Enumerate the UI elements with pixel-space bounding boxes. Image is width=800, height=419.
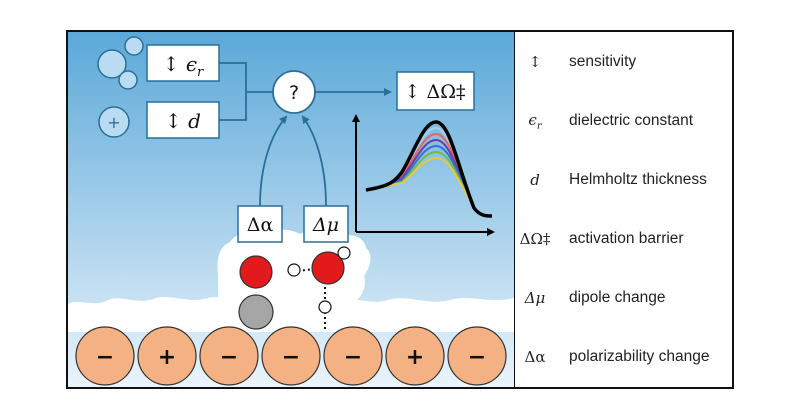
svg-text:↕ ΔΩ‡: ↕ ΔΩ‡: [405, 81, 466, 103]
electrode-charge-label: +: [406, 345, 424, 370]
electrode-atom: [75, 326, 135, 386]
feedback-curves: [259, 115, 327, 207]
figure-frame: + ↕ ϵr ↕ d ? ↕ ΔΩ‡: [66, 30, 734, 389]
electrode-atom: [447, 326, 507, 386]
legend-label: Helmholtz thickness: [569, 171, 707, 188]
legend-label: dielectric constant: [569, 112, 694, 129]
svg-text:↕ ϵr: ↕ ϵr: [163, 52, 204, 80]
legend-item-polarizability: Δα polarizability change: [515, 337, 732, 377]
input-connectors: [219, 62, 273, 121]
carbon-atom: [238, 294, 274, 330]
legend-panel: ↕ sensitivity ϵr dielectric constant d H…: [514, 32, 732, 387]
dielectric-box: ↕ ϵr: [146, 44, 220, 82]
svg-text:Δα: Δα: [247, 214, 274, 236]
electrode-atom: [137, 326, 197, 386]
oxygen-atom-right: [311, 251, 345, 285]
legend-symbol: Δα: [524, 348, 546, 366]
dipole-box: Δμ: [303, 205, 349, 243]
polarizability-box: Δα: [237, 205, 283, 243]
legend-symbol: Δμ: [524, 289, 546, 307]
hydrogen-atom-bottom: [318, 300, 332, 314]
legend-symbol: ϵr: [528, 110, 542, 132]
legend-item-sensitivity: ↕ sensitivity: [515, 42, 732, 82]
electrode-atom: [199, 326, 259, 386]
legend-label: dipole change: [569, 289, 666, 306]
legend-item-thickness: d Helmholtz thickness: [515, 160, 732, 200]
cation-icon: +: [98, 106, 130, 138]
svg-text:↕ d: ↕ d: [165, 109, 201, 133]
electrode-charge-label: −: [96, 345, 114, 370]
electrode-atom: [323, 326, 383, 386]
adsorbate-molecule: [238, 246, 351, 332]
legend-symbol: d: [530, 171, 540, 189]
legend-symbol: ↕: [528, 53, 542, 71]
legend-label: sensitivity: [569, 53, 637, 70]
electrode-charge-label: −: [344, 345, 362, 370]
electrode-charge-label: −: [220, 345, 238, 370]
thickness-box: ↕ d: [146, 101, 220, 139]
svg-text:?: ?: [289, 82, 299, 104]
electrode-charge-label: +: [158, 345, 176, 370]
electrode-charge-label: −: [282, 345, 300, 370]
legend-item-dipole: Δμ dipole change: [515, 278, 732, 318]
energy-profile-plot: [352, 114, 495, 236]
legend-item-dielectric: ϵr dielectric constant: [515, 101, 732, 141]
hydrogen-atom-top: [337, 246, 351, 260]
diagram-scene: + ↕ ϵr ↕ d ? ↕ ΔΩ‡: [68, 32, 514, 387]
svg-text:+: +: [107, 113, 120, 132]
barrier-box: ↕ ΔΩ‡: [396, 71, 475, 111]
electrode-charge-label: −: [468, 345, 486, 370]
legend-item-barrier: ΔΩ‡ activation barrier: [515, 219, 732, 259]
electrode-atom: [385, 326, 445, 386]
solvated-sphere: [97, 36, 144, 90]
electrode-surface: − + − − − + −: [75, 326, 507, 386]
unknown-relation: ?: [272, 70, 316, 114]
oxygen-atom-left: [239, 255, 273, 289]
legend-symbol: ΔΩ‡: [519, 230, 551, 248]
legend-label: activation barrier: [569, 230, 684, 247]
electrode-atom: [261, 326, 321, 386]
electrolyte-layer: [68, 297, 514, 332]
hydrogen-atom-left: [287, 263, 301, 277]
svg-text:Δμ: Δμ: [312, 214, 339, 236]
legend-label: polarizability change: [569, 348, 710, 365]
